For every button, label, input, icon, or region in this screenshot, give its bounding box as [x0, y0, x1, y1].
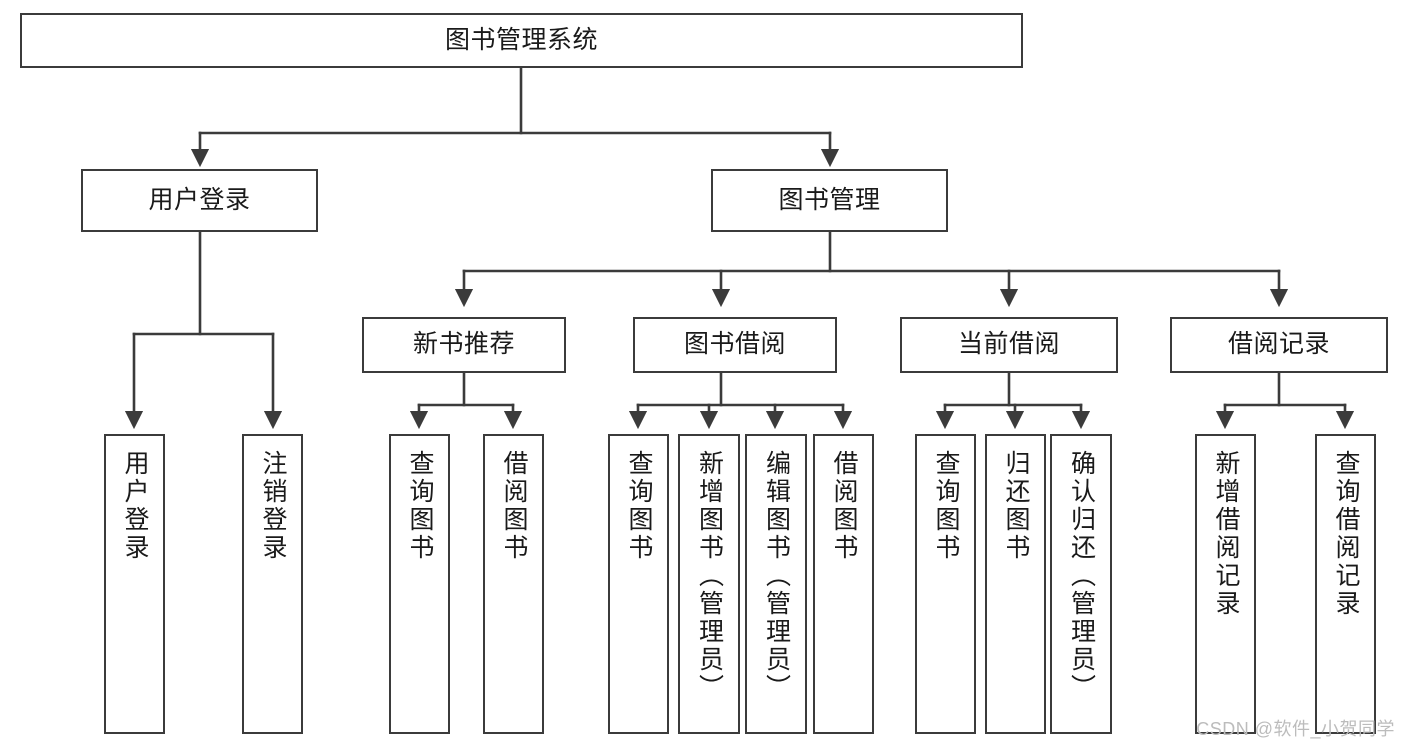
node-leaf-borrow-book-1[interactable]: 借阅图书	[483, 434, 544, 734]
watermark-text: CSDN @软件_小贺同学	[1196, 719, 1395, 739]
node-leaf-edit-book[interactable]: 编辑图书（管理员）	[745, 434, 807, 734]
node-label: 新增图书（管理员）	[695, 450, 724, 702]
node-user-login[interactable]: 用户登录	[81, 169, 318, 232]
node-leaf-borrow-book-2[interactable]: 借阅图书	[813, 434, 874, 734]
node-leaf-user-login[interactable]: 用户登录	[104, 434, 165, 734]
node-leaf-query-book-1[interactable]: 查询图书	[389, 434, 450, 734]
node-label: 查询图书	[932, 450, 960, 562]
node-label: 借阅图书	[500, 450, 528, 562]
node-borrow-record[interactable]: 借阅记录	[1170, 317, 1388, 373]
node-label: 用户登录	[121, 450, 149, 562]
node-label: 查询图书	[625, 450, 653, 562]
node-label: 确认归还（管理员）	[1067, 450, 1096, 702]
node-leaf-query-book-2[interactable]: 查询图书	[608, 434, 669, 734]
node-leaf-confirm-return[interactable]: 确认归还（管理员）	[1050, 434, 1112, 734]
node-leaf-return-book[interactable]: 归还图书	[985, 434, 1046, 734]
node-book-borrow[interactable]: 图书借阅	[633, 317, 837, 373]
node-label: 借阅图书	[830, 450, 858, 562]
node-new-book-rec[interactable]: 新书推荐	[362, 317, 566, 373]
node-label: 当前借阅	[957, 330, 1060, 359]
node-label: 编辑图书（管理员）	[762, 450, 791, 702]
node-leaf-logout[interactable]: 注销登录	[242, 434, 303, 734]
node-label: 新书推荐	[412, 330, 515, 359]
node-label: 新增借阅记录	[1212, 450, 1240, 618]
node-leaf-add-book[interactable]: 新增图书（管理员）	[678, 434, 740, 734]
node-leaf-add-record[interactable]: 新增借阅记录	[1195, 434, 1256, 734]
node-label: 归还图书	[1002, 450, 1030, 562]
node-label: 用户登录	[148, 185, 251, 214]
node-label: 借阅记录	[1227, 330, 1330, 359]
node-leaf-query-record[interactable]: 查询借阅记录	[1315, 434, 1376, 734]
node-label: 查询借阅记录	[1332, 450, 1360, 618]
node-label: 查询图书	[406, 450, 434, 562]
node-book-manage[interactable]: 图书管理	[711, 169, 948, 232]
node-label: 图书管理	[778, 185, 881, 214]
node-label: 图书借阅	[683, 330, 786, 359]
node-leaf-query-book-3[interactable]: 查询图书	[915, 434, 976, 734]
node-label: 图书管理系统	[444, 25, 598, 54]
node-label: 注销登录	[259, 450, 287, 562]
node-root-system[interactable]: 图书管理系统	[20, 13, 1023, 68]
node-current-borrow[interactable]: 当前借阅	[900, 317, 1118, 373]
